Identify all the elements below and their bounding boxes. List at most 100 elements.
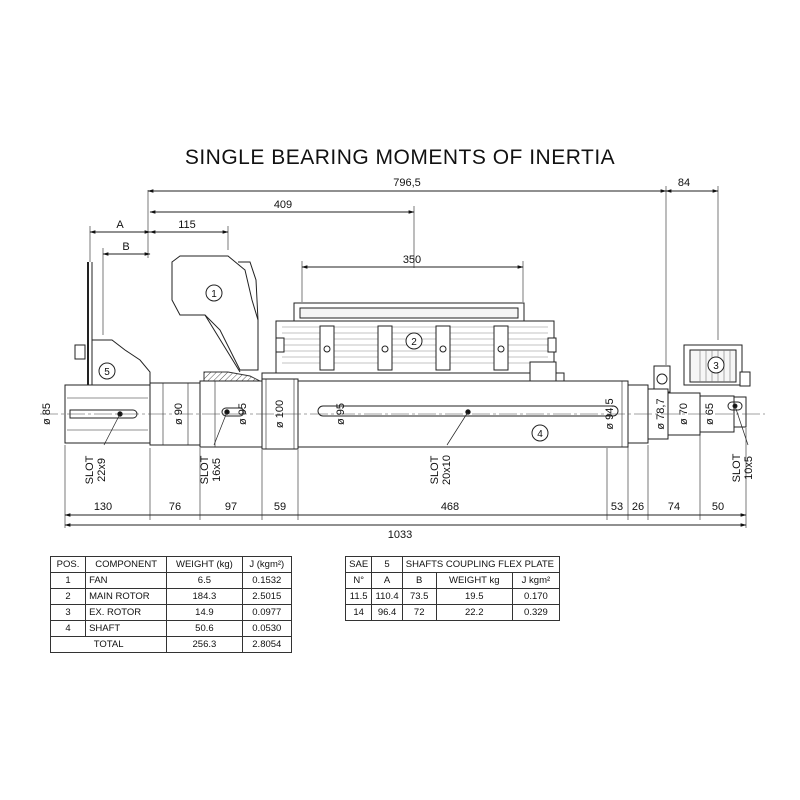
cell-b: 73.5 <box>401 588 437 605</box>
header-j-kgm2: J kgm² <box>511 572 561 589</box>
cell-b: 72 <box>401 604 437 621</box>
cell-a: 96.4 <box>371 604 403 621</box>
slot-1-label: SLOT <box>84 455 96 484</box>
top-dimension-lines <box>89 186 719 365</box>
balloon-4: 4 <box>531 424 549 442</box>
total-j: 2.8054 <box>241 636 293 653</box>
svg-text:2: 2 <box>411 337 417 348</box>
cell-pos: 1 <box>49 572 87 589</box>
cell-j: 0.1532 <box>241 572 293 589</box>
dim-seg-53: 53 <box>611 501 623 513</box>
dia-90: ø 90 <box>173 403 185 425</box>
total-weight: 256.3 <box>166 636 243 653</box>
fan <box>171 255 263 389</box>
table-row: 4 SHAFT 50.6 0.0530 <box>49 620 293 637</box>
sae-header-row-1: SAE 5 SHAFTS COUPLING FLEX PLATE <box>344 556 561 573</box>
svg-text:5: 5 <box>104 367 110 378</box>
table-header-row: POS. COMPONENT WEIGHT (kg) J (kgm²) <box>49 556 293 573</box>
dim-seg-74: 74 <box>668 501 680 513</box>
dim-115: 115 <box>178 219 196 231</box>
cell-weight: 19.5 <box>435 588 513 605</box>
drawing-title: SINGLE BEARING MOMENTS OF INERTIA <box>184 146 616 169</box>
slot-3-label: SLOT <box>429 455 441 484</box>
dim-overall-bottom: 1033 <box>388 529 412 541</box>
balloon-5: 5 <box>98 362 116 380</box>
bottom-dimension-lines <box>64 428 747 528</box>
dim-409: 409 <box>274 199 292 211</box>
cell-weight: 184.3 <box>166 588 243 605</box>
cell-component: SHAFT <box>85 620 168 637</box>
sae-coupling-table: SAE 5 SHAFTS COUPLING FLEX PLATE N° A B … <box>344 556 561 621</box>
cell-j: 2.5015 <box>241 588 293 605</box>
dia-65: ø 65 <box>704 403 716 425</box>
dia-95-b: ø 95 <box>335 403 347 425</box>
dim-overall-top: 796,5 <box>393 177 421 189</box>
header-coupling-title: SHAFTS COUPLING FLEX PLATE <box>401 556 561 573</box>
cell-pos: 3 <box>49 604 87 621</box>
cell-j: 0.170 <box>511 588 561 605</box>
slot-3-size: 20x10 <box>441 455 453 485</box>
cell-pos: 2 <box>49 588 87 605</box>
cell-a: 110.4 <box>371 588 403 605</box>
cell-weight: 50.6 <box>166 620 243 637</box>
dim-seg-59: 59 <box>274 501 286 513</box>
table-row: 3 EX. ROTOR 14.9 0.0977 <box>49 604 293 621</box>
balloon-2: 2 <box>405 332 423 350</box>
dimension-labels: 796,5 84 409 115 A B 350 130 76 97 59 46… <box>41 177 755 541</box>
balloon-3: 3 <box>707 356 725 374</box>
header-b: B <box>401 572 437 589</box>
header-weight-kg: WEIGHT kg <box>435 572 513 589</box>
technical-drawing: 1 2 3 4 5 796,5 84 409 115 A B 350 130 7… <box>40 177 765 541</box>
svg-text:1: 1 <box>211 289 217 300</box>
cell-sae: 11.5 <box>344 588 373 605</box>
dim-seg-97: 97 <box>225 501 237 513</box>
slot-4-label: SLOT <box>731 453 743 482</box>
dim-A: A <box>116 219 124 231</box>
svg-text:3: 3 <box>713 361 719 372</box>
header-pos-ref: 5 <box>371 556 403 573</box>
cell-j: 0.329 <box>511 604 561 621</box>
dia-100: ø 100 <box>274 400 286 428</box>
balloons: 1 2 3 4 5 <box>98 284 725 442</box>
dim-seg-130: 130 <box>94 501 112 513</box>
dim-350: 350 <box>403 254 421 266</box>
sae-header-row-2: N° A B WEIGHT kg J kgm² <box>344 572 561 589</box>
total-label: TOTAL <box>49 636 168 653</box>
header-weight: WEIGHT (kg) <box>166 556 243 573</box>
slot-4-size: 10x5 <box>743 456 755 480</box>
dia-85: ø 85 <box>41 403 53 425</box>
slot-2-size: 16x5 <box>211 458 223 482</box>
cell-j: 0.0977 <box>241 604 293 621</box>
header-j: J (kgm²) <box>241 556 293 573</box>
exciter-rotor <box>653 344 751 393</box>
header-component: COMPONENT <box>85 556 168 573</box>
dim-right-top: 84 <box>678 177 690 189</box>
header-number: N° <box>344 572 373 589</box>
dia-95-a: ø 95 <box>237 403 249 425</box>
table-row: 11.5 110.4 73.5 19.5 0.170 <box>344 588 561 605</box>
cell-pos: 4 <box>49 620 87 637</box>
dim-seg-76: 76 <box>169 501 181 513</box>
dia-94-5: ø 94,5 <box>604 398 616 429</box>
header-a: A <box>371 572 403 589</box>
dim-seg-26: 26 <box>632 501 644 513</box>
cell-j: 0.0530 <box>241 620 293 637</box>
header-sae: SAE <box>344 556 373 573</box>
header-pos: POS. <box>49 556 87 573</box>
cell-component: FAN <box>85 572 168 589</box>
table-row: 14 96.4 72 22.2 0.329 <box>344 604 561 621</box>
cell-component: MAIN ROTOR <box>85 588 168 605</box>
component-inertia-table: POS. COMPONENT WEIGHT (kg) J (kgm²) 1 FA… <box>49 556 293 653</box>
cell-sae: 14 <box>344 604 373 621</box>
balloon-1: 1 <box>205 284 223 302</box>
dim-B: B <box>122 241 129 253</box>
cell-component: EX. ROTOR <box>85 604 168 621</box>
table-total-row: TOTAL 256.3 2.8054 <box>49 636 293 653</box>
cell-weight: 14.9 <box>166 604 243 621</box>
dim-seg-468: 468 <box>441 501 459 513</box>
slot-1-size: 22x9 <box>96 458 108 482</box>
table-row: 1 FAN 6.5 0.1532 <box>49 572 293 589</box>
dim-seg-50: 50 <box>712 501 724 513</box>
dia-70: ø 70 <box>678 403 690 425</box>
dia-78-7: ø 78,7 <box>655 398 667 429</box>
